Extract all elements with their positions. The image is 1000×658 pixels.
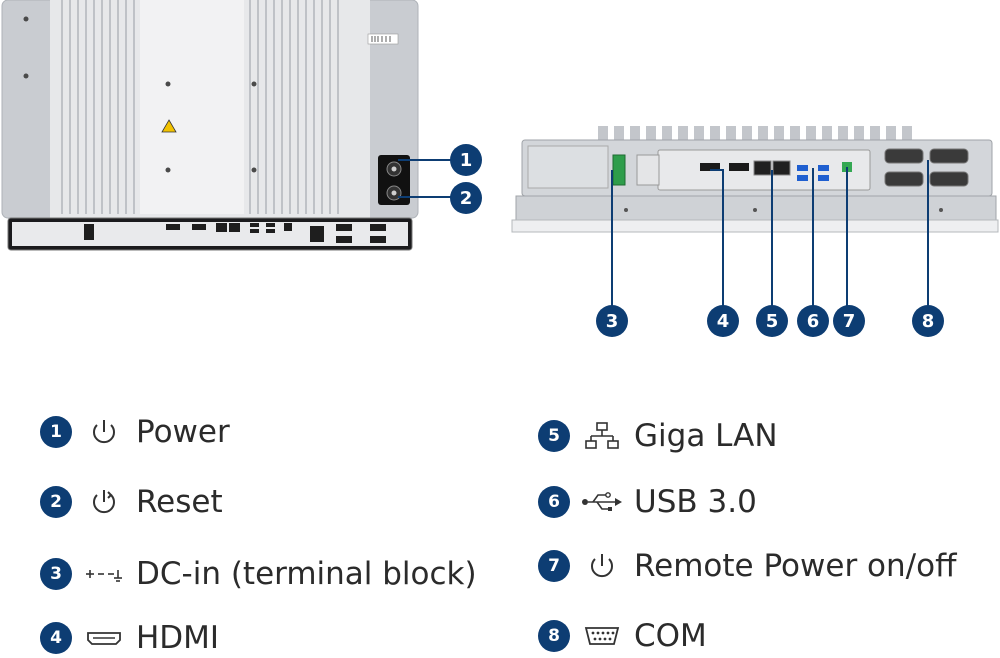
power-reset-panel — [378, 155, 410, 205]
legend-label: DC-in (terminal block) — [136, 556, 477, 592]
legend-badge: 8 — [538, 620, 570, 652]
dc-in-icon — [82, 558, 126, 590]
callout-2: 2 — [450, 182, 482, 214]
reset-icon — [82, 486, 126, 518]
power-icon — [82, 416, 126, 448]
legend-item-power: 1 Power — [40, 412, 230, 452]
legend-badge: 6 — [538, 486, 570, 518]
legend-label: USB 3.0 — [634, 484, 757, 520]
svg-text:4: 4 — [717, 311, 730, 332]
legend-badge: 7 — [538, 550, 570, 582]
svg-text:8: 8 — [922, 311, 935, 332]
legend-label: Remote Power on/off — [634, 548, 957, 584]
legend-badge: 1 — [40, 416, 72, 448]
callout-8: 8 — [912, 305, 944, 337]
legend-item-remote-power: 7 Remote Power on/off — [538, 546, 956, 586]
legend-item-lan: 5 Giga LAN — [538, 416, 778, 456]
power-icon — [580, 550, 624, 582]
legend-item-com: 8 COM — [538, 616, 707, 656]
device-diagram: 1 2 3 4 5 6 7 8 — [1, 0, 999, 337]
svg-text:3: 3 — [606, 311, 619, 332]
callout-6: 6 — [797, 305, 829, 337]
legend-label: Giga LAN — [634, 418, 778, 454]
legend-label: Power — [136, 414, 230, 450]
callout-3: 3 — [596, 305, 628, 337]
svg-text:6: 6 — [807, 311, 820, 332]
legend-badge: 5 — [538, 420, 570, 452]
legend-label: COM — [634, 618, 707, 654]
legend-badge: 3 — [40, 558, 72, 590]
usb-icon — [580, 486, 624, 518]
legend-badge: 2 — [40, 486, 72, 518]
warning-icon — [161, 119, 177, 133]
callout-1: 1 — [450, 144, 482, 176]
lan-icon — [580, 420, 624, 452]
rear-view-device — [1, 0, 419, 251]
com-icon — [580, 620, 624, 652]
legend-badge: 4 — [40, 622, 72, 654]
callout-7: 7 — [833, 305, 865, 337]
legend-item-reset: 2 Reset — [40, 482, 223, 522]
svg-text:7: 7 — [843, 311, 856, 332]
svg-text:1: 1 — [460, 150, 473, 171]
svg-text:5: 5 — [766, 311, 779, 332]
hdmi-icon — [82, 622, 126, 654]
callout-5: 5 — [756, 305, 788, 337]
legend-item-usb: 6 USB 3.0 — [538, 482, 757, 522]
legend-label: Reset — [136, 484, 223, 520]
callout-lines — [398, 159, 929, 308]
legend-item-dc-in: 3 DC-in (terminal block) — [40, 554, 477, 594]
callout-4: 4 — [707, 305, 739, 337]
legend-label: HDMI — [136, 620, 220, 656]
svg-text:2: 2 — [460, 188, 473, 209]
bottom-view-device — [511, 126, 999, 233]
legend-item-hdmi: 4 HDMI — [40, 618, 219, 658]
